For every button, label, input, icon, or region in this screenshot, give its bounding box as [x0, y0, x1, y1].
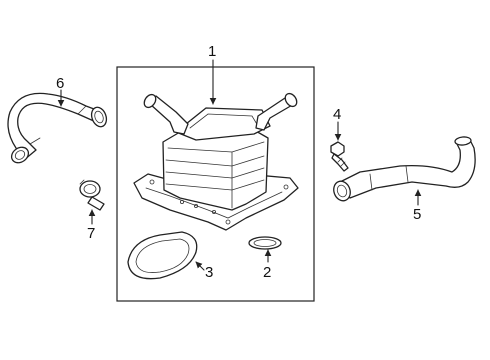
hose-clamp[interactable]: [79, 179, 105, 211]
large-gasket[interactable]: [127, 231, 198, 280]
small-gasket[interactable]: [248, 236, 282, 250]
assembly-frame: [116, 66, 315, 302]
oil-cooler[interactable]: [133, 91, 299, 231]
callout-1: 1: [208, 43, 216, 60]
callout-6: 6: [56, 75, 64, 92]
callout-7: 7: [87, 225, 95, 242]
callout-4: 4: [333, 106, 341, 123]
callout-5: 5: [413, 206, 421, 223]
callout-3: 3: [205, 264, 213, 281]
left-hose[interactable]: [7, 92, 109, 166]
callout-2: 2: [263, 264, 271, 281]
right-hose[interactable]: [331, 136, 476, 203]
leader-3: [195, 261, 205, 271]
bolt[interactable]: [330, 141, 349, 172]
